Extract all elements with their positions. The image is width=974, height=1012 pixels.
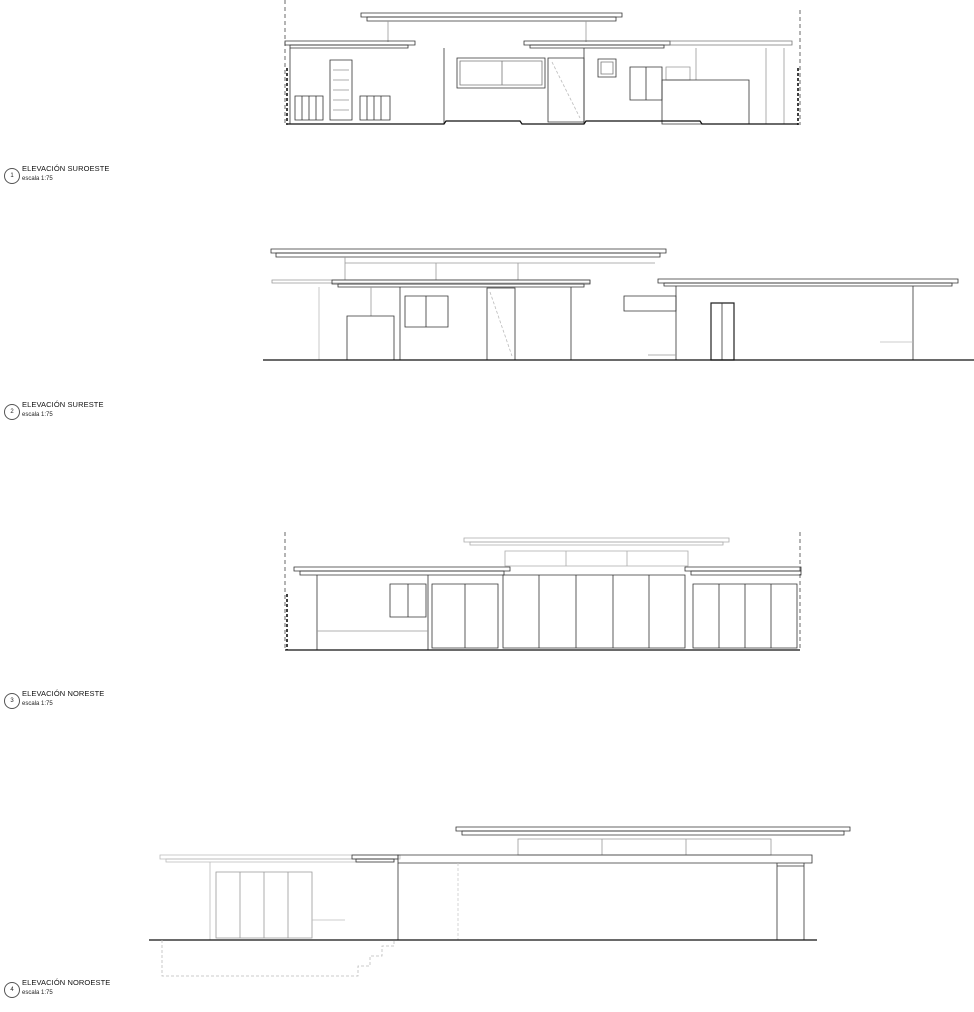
elevation-3-drawing [285,532,801,650]
elevation-number-bubble: 3 [4,693,20,709]
elevation-number-bubble: 1 [4,168,20,184]
elevation-title: ELEVACIÓN NORESTE [22,689,105,698]
elevation-scale: escala 1:75 [22,990,53,996]
elevation-4-drawing [149,827,850,976]
elevation-title: ELEVACIÓN SUROESTE [22,164,110,173]
elevation-scale: escala 1:75 [22,701,53,707]
elevation-title: ELEVACIÓN SURESTE [22,400,104,409]
elevation-2-drawing [263,249,974,360]
elevation-title: ELEVACIÓN NOROESTE [22,978,111,987]
elevation-1-drawing [285,0,800,125]
elevation-number-bubble: 4 [4,982,20,998]
elevation-scale: escala 1:75 [22,176,53,182]
elevation-scale: escala 1:75 [22,412,53,418]
elevation-number-bubble: 2 [4,404,20,420]
